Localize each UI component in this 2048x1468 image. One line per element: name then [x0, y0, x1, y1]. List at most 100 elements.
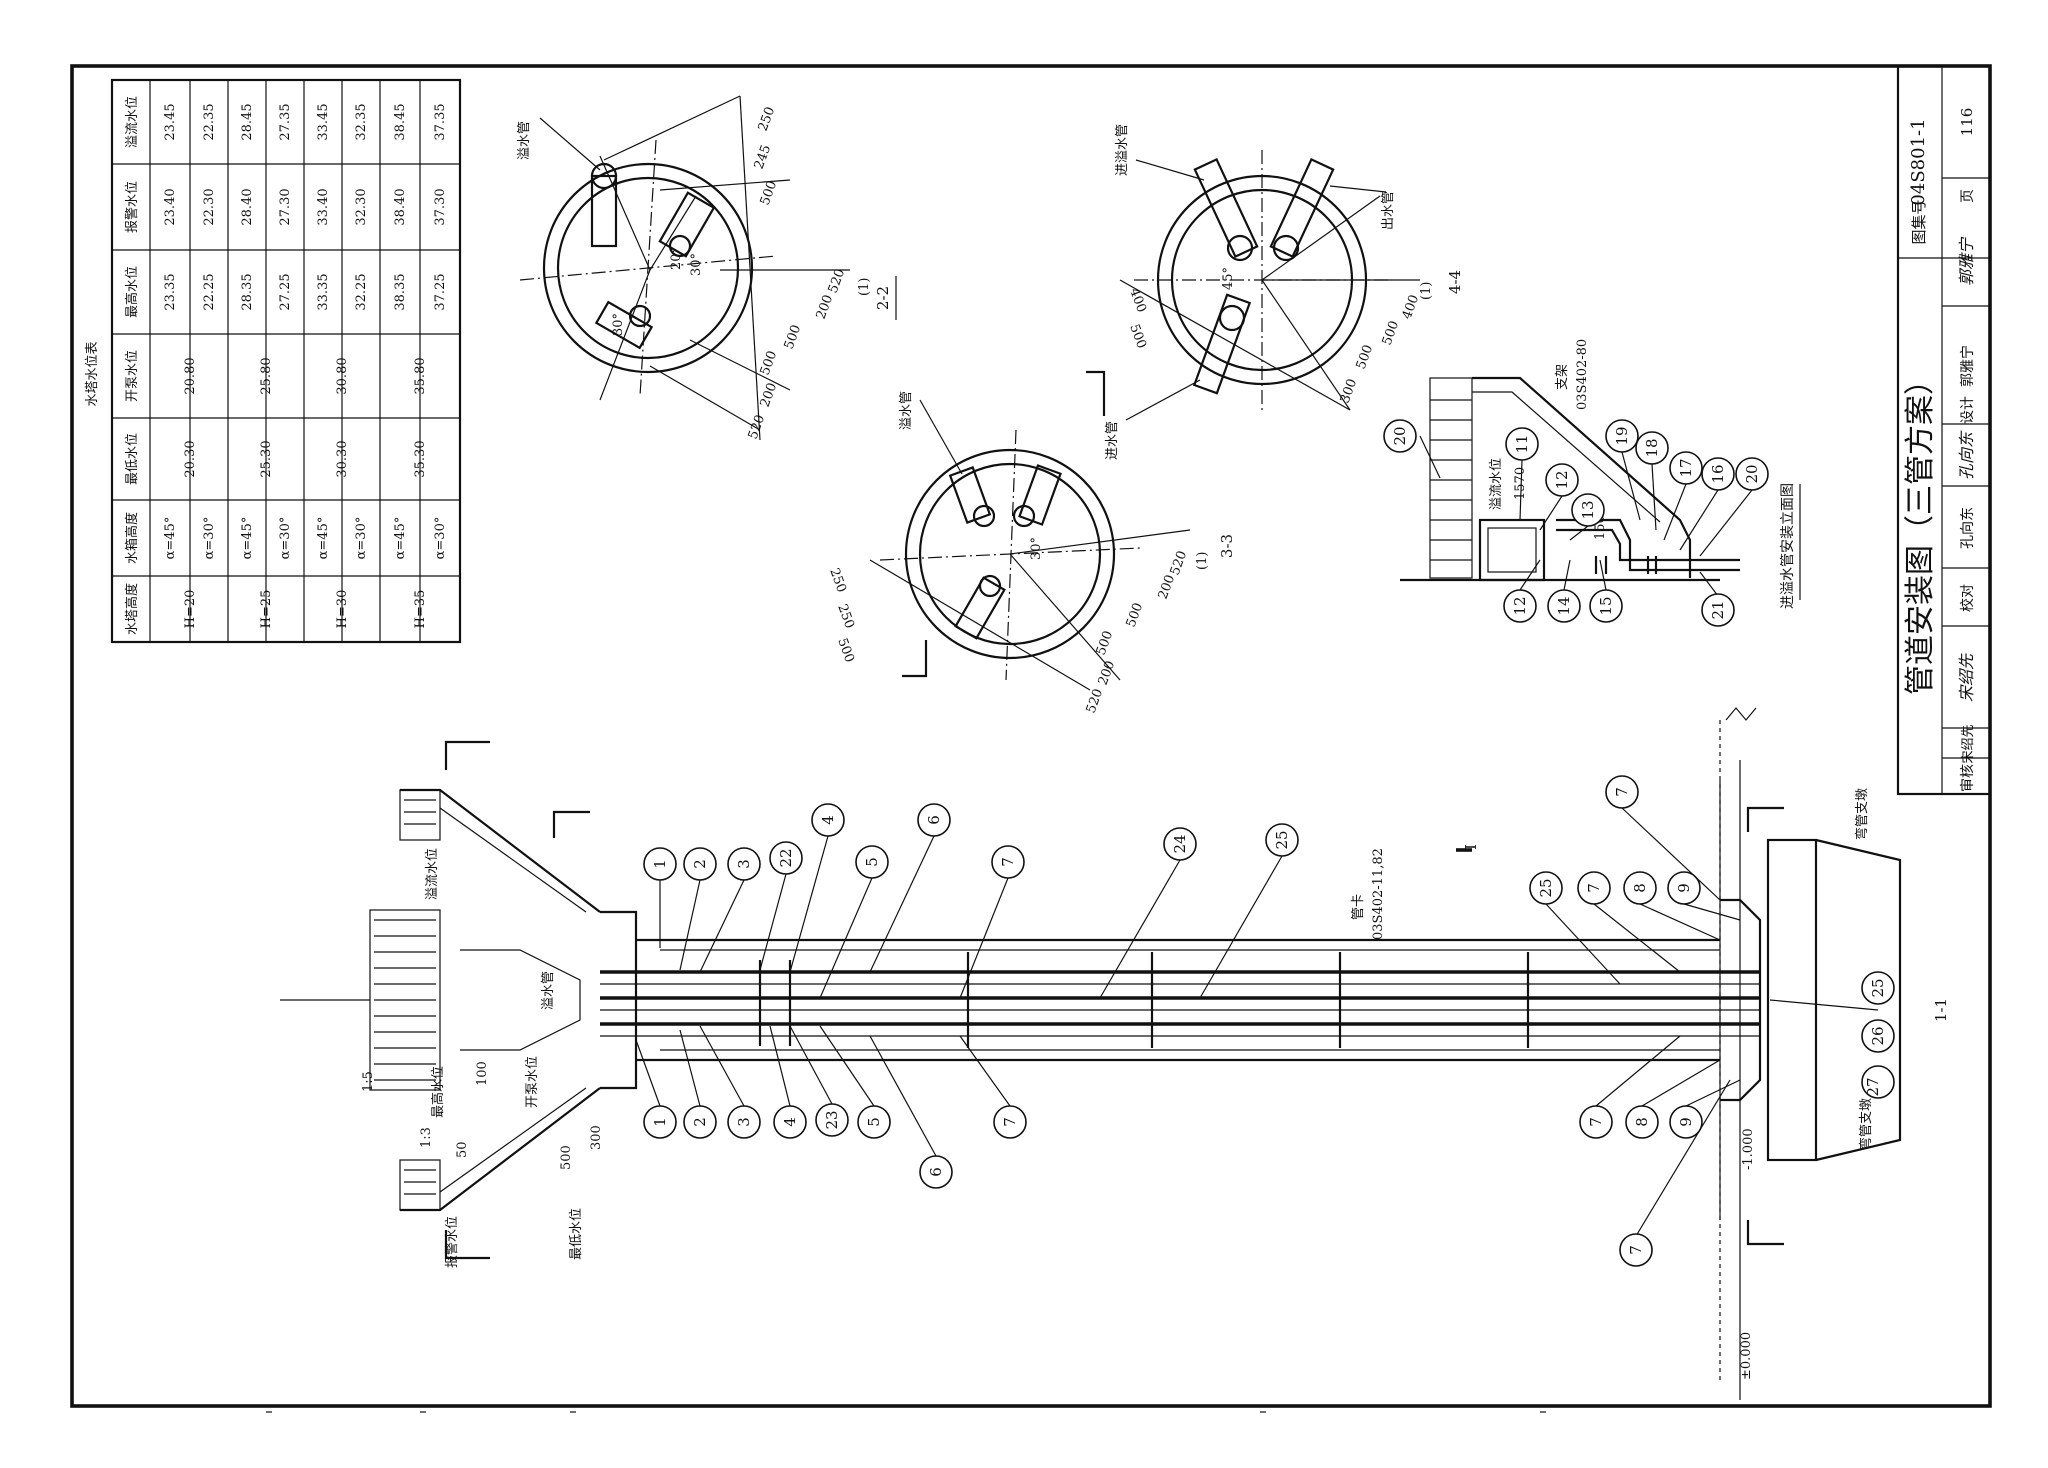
- cell: 20.80: [183, 357, 198, 394]
- callout-6-bot: 6: [869, 1035, 953, 1189]
- svg-text:9: 9: [1677, 1117, 1695, 1127]
- table-title: 水塔水位表: [85, 341, 100, 406]
- callout-16: 16: [1679, 457, 1735, 551]
- callout-20-a: 20: [1383, 419, 1441, 479]
- label-elbow-support-bot: 弯管支墩: [1858, 1098, 1874, 1150]
- cell: 32.30: [354, 188, 369, 225]
- label-lowest-level: 最低水位: [569, 1208, 584, 1260]
- cell: α=45°: [393, 517, 408, 560]
- cell: 38.35: [393, 273, 408, 310]
- cell: 27.25: [278, 273, 293, 310]
- review-label: 审核: [1960, 764, 1976, 792]
- cell: 23.35: [163, 273, 178, 310]
- callout-2-top: 2: [679, 847, 717, 971]
- reviewer-sign: 宋绍先: [1957, 653, 1976, 702]
- dim-500c: 500: [758, 349, 781, 377]
- th-tank: 水箱高度: [124, 512, 140, 564]
- th-pump-on: 开泵水位: [125, 350, 140, 402]
- reviewer: 宋绍先: [1961, 724, 1976, 763]
- callouts: 1 2 3 22 4 5 6 7 24 25 1 2 3 4 23 5 6 7 …: [635, 775, 1895, 1267]
- svg-text:1: 1: [651, 1117, 669, 1127]
- callout-7-bot: 7: [959, 1035, 1027, 1139]
- label-outlet-44: 出水管: [1381, 191, 1396, 230]
- callout-20-b: 20: [1699, 457, 1769, 557]
- callout-18: 18: [1635, 431, 1669, 531]
- label-overflow-level-e: 溢流水位: [1489, 458, 1504, 510]
- svg-text:21: 21: [1709, 600, 1727, 619]
- svg-text:13: 13: [1579, 500, 1597, 519]
- callout-5-top: 5: [819, 845, 889, 999]
- section-ref-33: (1): [1195, 552, 1210, 570]
- svg-text:14: 14: [1555, 596, 1573, 615]
- callout-12-b: 12: [1503, 559, 1541, 623]
- cell: 32.25: [354, 273, 369, 310]
- angle-30-33: 30°: [1029, 537, 1044, 560]
- dim-250: 250: [756, 105, 779, 133]
- callout-17: 17: [1663, 451, 1703, 541]
- callout-25-base: 25: [1769, 971, 1895, 1011]
- svg-text:8: 8: [1633, 1117, 1651, 1127]
- designer-sign: 郭雅宁: [1957, 236, 1976, 286]
- section-3-3-label: 3-3: [1218, 534, 1236, 558]
- mark-I: I: [1462, 844, 1480, 850]
- cell: 37.35: [433, 103, 448, 140]
- angle-20: 20°: [669, 247, 684, 270]
- svg-text:7: 7: [1613, 787, 1631, 797]
- cell: 32.35: [354, 103, 369, 140]
- cell: 22.35: [202, 103, 217, 140]
- cell: 20.30: [183, 440, 198, 477]
- label-clamp-ref: 03S402-11,82: [1371, 848, 1386, 940]
- svg-text:5: 5: [865, 1117, 883, 1127]
- dim-520-33b: 520: [1084, 687, 1107, 715]
- svg-text:23: 23: [823, 1110, 841, 1129]
- callout-7-top: 7: [959, 845, 1025, 999]
- svg-text:25: 25: [1273, 830, 1291, 849]
- callout-7-upper: 7: [1605, 775, 1721, 901]
- callout-3-bot: 3: [699, 1025, 761, 1139]
- section-ref-44: (1): [1419, 282, 1434, 300]
- water-level-table: 水塔水位表 溢流水位 报警水位 最高水位 开泵水位 最低水位 水箱高度 水塔高度…: [85, 78, 462, 644]
- cell: α=30°: [278, 517, 293, 560]
- cell: 27.30: [278, 188, 293, 225]
- cell: H=35: [413, 590, 428, 629]
- cell: 35.80: [413, 357, 428, 394]
- svg-text:7: 7: [999, 857, 1017, 867]
- callout-1-bot: 1: [635, 1039, 677, 1139]
- dim-200b: 200: [758, 381, 781, 409]
- callout-4-top: 4: [789, 803, 845, 973]
- svg-text:3: 3: [735, 859, 753, 869]
- sheet-border: [70, 64, 1992, 1408]
- callout-13: 13: [1569, 493, 1605, 541]
- dim-500: 500: [758, 179, 781, 207]
- svg-text:15: 15: [1597, 596, 1615, 615]
- cell: 33.45: [316, 103, 331, 140]
- dim-500-main: 500: [559, 1145, 574, 1170]
- dim-300-main: 300: [589, 1125, 604, 1150]
- angle-30b: 30°: [611, 313, 626, 336]
- label-elbow-support-top: 弯管支墩: [1854, 788, 1870, 840]
- callout-8-top: 8: [1623, 871, 1721, 941]
- svg-text:17: 17: [1677, 458, 1695, 477]
- design-label: 设计: [1960, 396, 1976, 424]
- cell: 35.30: [413, 440, 428, 477]
- label-inlet-overflow-44: 进溢水管: [1115, 124, 1130, 176]
- page-no: 116: [1958, 108, 1976, 137]
- callout-8-bot: 8: [1625, 1059, 1721, 1139]
- th-overflow: 溢流水位: [125, 96, 140, 148]
- svg-text:20: 20: [1391, 426, 1409, 445]
- cell: α=45°: [163, 517, 178, 560]
- svg-text:25: 25: [1869, 978, 1887, 997]
- section-3-3: 30° 250 250 500 520 200 500 500 200 520 …: [826, 370, 1236, 715]
- cell: 28.45: [240, 103, 255, 140]
- checker: 孔向东: [1960, 507, 1976, 549]
- cell: 33.35: [316, 273, 331, 310]
- cell: 23.45: [163, 103, 178, 140]
- callout-25-top: 25: [1199, 823, 1299, 999]
- svg-text:16: 16: [1709, 464, 1727, 483]
- dim-520b: 520: [746, 413, 769, 441]
- dim-520-33: 520: [1168, 549, 1191, 577]
- callout-19: 19: [1605, 419, 1641, 521]
- cell: H=20: [183, 590, 198, 629]
- cell: 22.25: [202, 273, 217, 310]
